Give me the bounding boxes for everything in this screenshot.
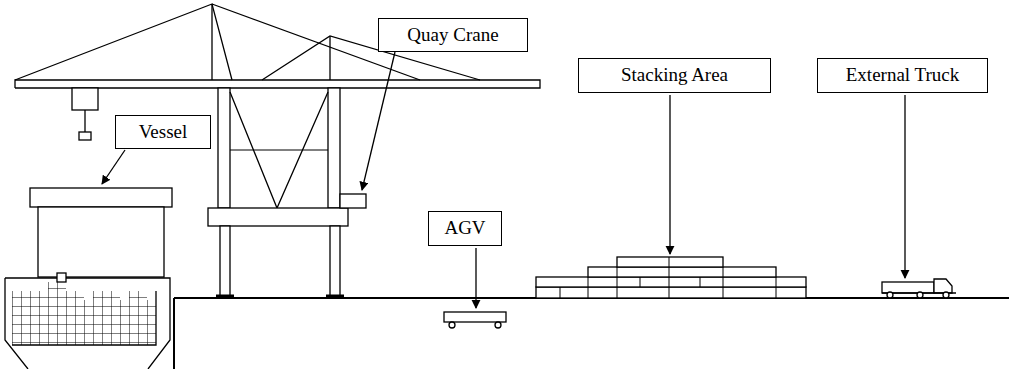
external-truck	[882, 279, 956, 298]
label-text: Vessel	[139, 122, 188, 143]
label-text: External Truck	[846, 65, 959, 86]
label-box: AGV	[428, 211, 502, 246]
quay-edge	[174, 298, 1009, 369]
label-text: Quay Crane	[407, 25, 498, 46]
label-box: Vessel	[115, 115, 211, 149]
vessel	[5, 188, 172, 369]
label-box: Quay Crane	[378, 18, 528, 52]
agv	[444, 312, 506, 328]
label-text: Stacking Area	[621, 65, 728, 86]
container-stack	[536, 257, 806, 298]
label-text: AGV	[444, 218, 485, 239]
label-box: Stacking Area	[578, 58, 771, 93]
label-box: External Truck	[817, 58, 988, 93]
quay-crane	[15, 4, 540, 296]
leader-arrows	[102, 52, 905, 308]
